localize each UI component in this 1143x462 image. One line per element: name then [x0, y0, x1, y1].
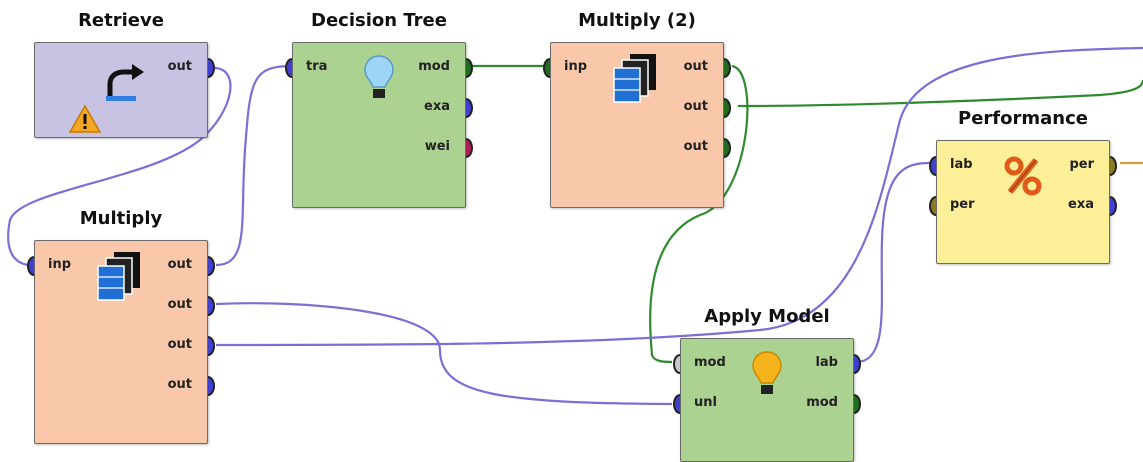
lightbulb-icon [364, 55, 394, 98]
port-label-out: out [167, 59, 192, 74]
port-label-lab: lab [815, 355, 838, 370]
operator-body[interactable] [34, 42, 208, 138]
port-label-mod: mod [694, 355, 726, 370]
operator-title: Decision Tree [311, 10, 447, 31]
port-label-unl: unl [694, 395, 717, 410]
wire-multiply-to-decision-tree[interactable] [215, 64, 293, 267]
port-label-mod: mod [418, 59, 450, 74]
retrieve-arrow-icon [106, 64, 144, 101]
port-label-inp: inp [48, 257, 72, 272]
wire-multiply-to-apply-model[interactable] [215, 302, 673, 406]
port-label-out: out [683, 59, 708, 74]
port-label-out: out [683, 99, 708, 114]
port-label-lab: lab [950, 157, 973, 172]
operator-title: Apply Model [704, 306, 830, 327]
port-label-mod: mod [806, 395, 838, 410]
operator-title: Multiply (2) [578, 10, 696, 31]
port-label-tra: tra [306, 59, 328, 74]
port-multiply-inp[interactable] [27, 256, 34, 276]
operator-multiply[interactable]: Multiply inp out out out out [27, 208, 215, 444]
operator-retrieve[interactable]: Retrieve out [34, 10, 215, 138]
operator-title: Retrieve [78, 10, 164, 31]
port-label-out: out [167, 337, 192, 352]
operator-performance[interactable]: Performance lab per per exa [929, 108, 1117, 264]
operator-body[interactable] [936, 140, 1110, 264]
port-label-out: out [167, 297, 192, 312]
wire-apply-model-to-performance[interactable] [855, 161, 931, 364]
port-label-out: out [167, 377, 192, 392]
port-apply-model-unl[interactable] [673, 394, 680, 414]
port-label-out: out [683, 139, 708, 154]
port-performance-per-in[interactable] [929, 196, 936, 216]
port-multiply2-inp[interactable] [543, 58, 550, 78]
port-label-exa: exa [424, 99, 450, 114]
port-label-wei: wei [424, 139, 450, 154]
percent-icon [1004, 156, 1042, 196]
port-label-inp: inp [564, 59, 588, 74]
operator-decision-tree[interactable]: Decision Tree tra mod exa wei [285, 10, 473, 208]
port-label-per: per [1069, 157, 1094, 172]
lightbulb-icon [752, 351, 782, 394]
port-performance-lab[interactable] [929, 156, 936, 176]
port-decision-tree-tra[interactable] [285, 58, 292, 78]
port-apply-model-mod[interactable] [673, 354, 680, 374]
port-label-out: out [167, 257, 192, 272]
multiply-icon [97, 252, 140, 301]
port-label-per: per [950, 197, 975, 212]
multiply-icon [613, 54, 656, 103]
operator-multiply-2[interactable]: Multiply (2) inp out out out [543, 10, 731, 208]
operator-title: Multiply [79, 208, 163, 229]
warning-icon[interactable] [68, 104, 102, 134]
wire-multiply2-to-right[interactable] [737, 79, 1143, 108]
operator-title: Performance [958, 108, 1088, 129]
port-label-exa: exa [1068, 197, 1094, 212]
operator-apply-model[interactable]: Apply Model mod unl lab mod [673, 306, 861, 462]
